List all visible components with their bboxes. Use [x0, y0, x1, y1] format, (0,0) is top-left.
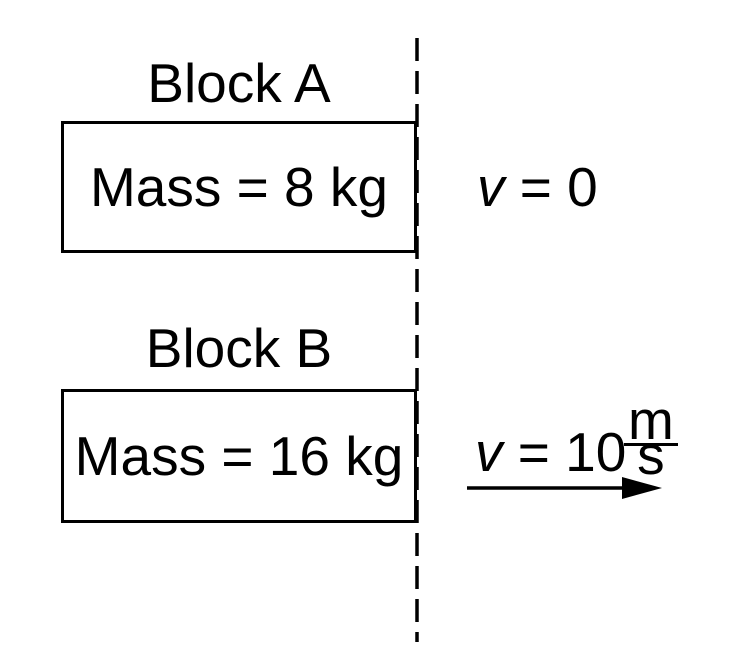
velocity-b-unit-fraction: m s [624, 393, 678, 486]
block-a-mass-label: Mass = 8 kg [89, 155, 389, 218]
block-a-velocity-label: v = 0 [477, 160, 598, 215]
velocity-direction-arrow-icon [467, 477, 662, 499]
velocity-a-symbol: v [477, 156, 505, 218]
unit-numerator: m [624, 393, 678, 448]
velocity-b-symbol: v [475, 421, 503, 483]
block-b-box: Mass = 16 kg [61, 389, 417, 523]
block-b-velocity-label: v = 10 [475, 425, 626, 480]
block-a-box: Mass = 8 kg [61, 121, 417, 253]
block-b-mass-label: Mass = 16 kg [74, 424, 404, 487]
unit-denominator: s [637, 424, 665, 486]
velocity-a-value: = 0 [504, 156, 598, 218]
block-b-velocity-group: v = 10 m s [460, 393, 700, 515]
block-a-title: Block A [147, 52, 331, 114]
velocity-b-value: = 10 [502, 421, 627, 483]
block-b-title: Block B [145, 317, 333, 379]
dashed-boundary-line [415, 38, 419, 642]
